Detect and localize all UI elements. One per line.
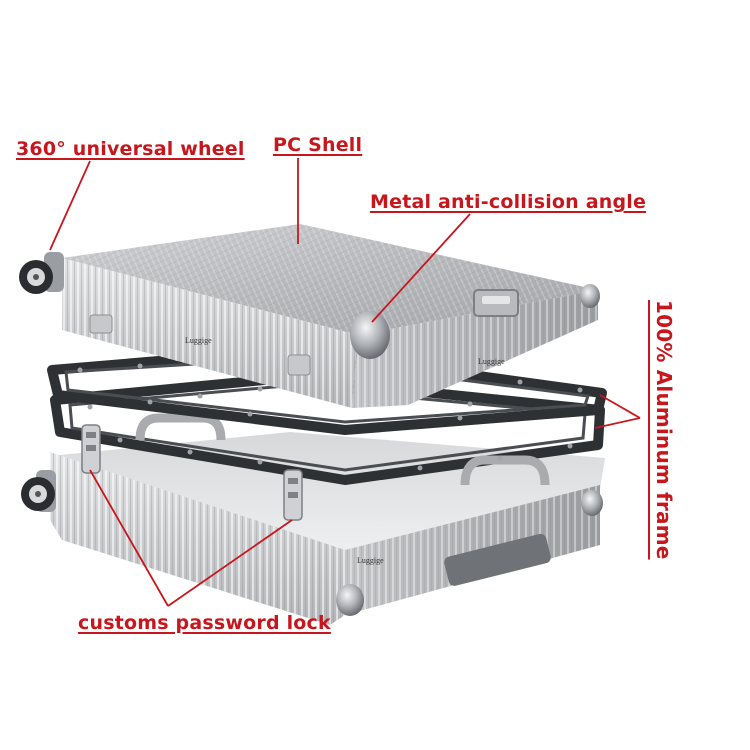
metal-corner-guard <box>350 284 600 359</box>
leader-wheel <box>49 160 91 251</box>
top-handle <box>473 289 519 317</box>
label-aluminum-frame: 100% Aluminum frame <box>652 300 676 560</box>
wheel-front-bottom <box>21 470 56 512</box>
label-pc-shell: PC Shell <box>273 134 363 156</box>
leader-angle <box>371 213 471 323</box>
brand-mark: Luggige <box>357 556 384 565</box>
leader-frame-1 <box>599 394 641 419</box>
wheel-front-top <box>19 252 64 294</box>
label-anti-collision-angle: Metal anti-collision angle <box>370 191 647 213</box>
leader-frame-2 <box>594 417 641 429</box>
leader-lock-2 <box>167 519 293 607</box>
leader-lines <box>49 158 641 607</box>
brand-mark: Luggige <box>478 357 505 366</box>
password-locks <box>81 424 303 521</box>
label-password-lock: customs password lock <box>78 612 331 634</box>
brand-mark: Luggige <box>185 336 212 345</box>
top-shell <box>19 224 600 408</box>
leader-lock-1 <box>89 469 169 607</box>
label-universal-wheel: 360° universal wheel <box>16 138 245 160</box>
